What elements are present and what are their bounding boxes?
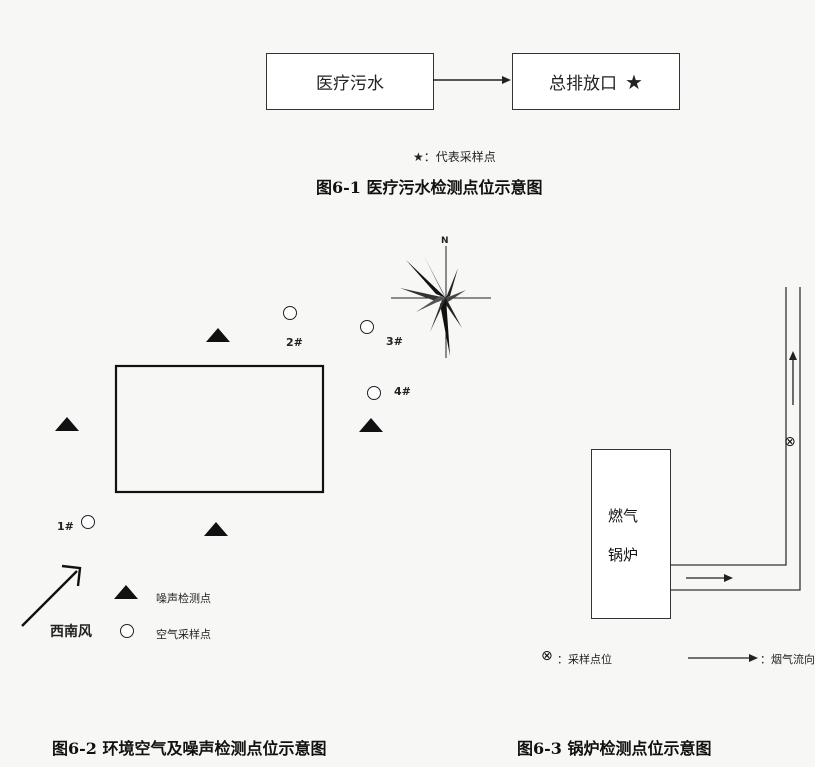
air-point-4-label: 4# <box>394 385 411 398</box>
air-point-3 <box>360 320 374 334</box>
noise-point-bottom <box>204 522 228 536</box>
legend-noise-icon <box>114 585 138 599</box>
wind-direction-label: 西南风 <box>50 624 92 640</box>
fig1-caption: 图6-1 医疗污水检测点位示意图 <box>316 178 543 197</box>
boiler-box: 燃气 锅炉 <box>591 449 671 619</box>
legend-sample-label: ：采样点位 <box>557 653 612 666</box>
sampling-point-icon: ⊗ <box>784 434 796 450</box>
compass-rose-icon <box>391 246 491 358</box>
legend-flow-label: ：烟气流向 <box>760 653 815 666</box>
boiler-label-line2: 锅炉 <box>608 546 639 564</box>
fig3-caption: 图6-3 锅炉检测点位示意图 <box>517 739 712 758</box>
air-point-1 <box>81 515 95 529</box>
sewage-box: 医疗污水 <box>266 53 434 110</box>
legend-air-label: 空气采样点 <box>156 628 211 641</box>
noise-point-right <box>359 418 383 432</box>
fig2-caption: 图6-2 环境空气及噪声检测点位示意图 <box>52 739 327 758</box>
air-point-3-label: 3# <box>386 335 403 348</box>
sampling-star-icon: ★ <box>625 69 643 94</box>
noise-point-top <box>206 328 230 342</box>
air-point-1-label: 1# <box>57 520 74 533</box>
outlet-box-label: 总排放口 <box>549 74 618 94</box>
boiler-label-line1: 燃气 <box>608 507 639 525</box>
air-point-2 <box>283 306 297 320</box>
fig1-legend: ★：代表采样点 <box>413 150 496 164</box>
air-point-4 <box>367 386 381 400</box>
outlet-box: 总排放口 ★ <box>512 53 680 110</box>
air-point-2-label: 2# <box>286 336 303 349</box>
sewage-box-label: 医疗污水 <box>316 74 384 94</box>
legend-noise-label: 噪声检测点 <box>156 592 211 605</box>
legend-sample-icon: ⊗ <box>541 648 553 664</box>
compass-north-label: N <box>441 236 449 246</box>
noise-point-left <box>55 417 79 431</box>
legend-air-icon <box>120 624 134 638</box>
